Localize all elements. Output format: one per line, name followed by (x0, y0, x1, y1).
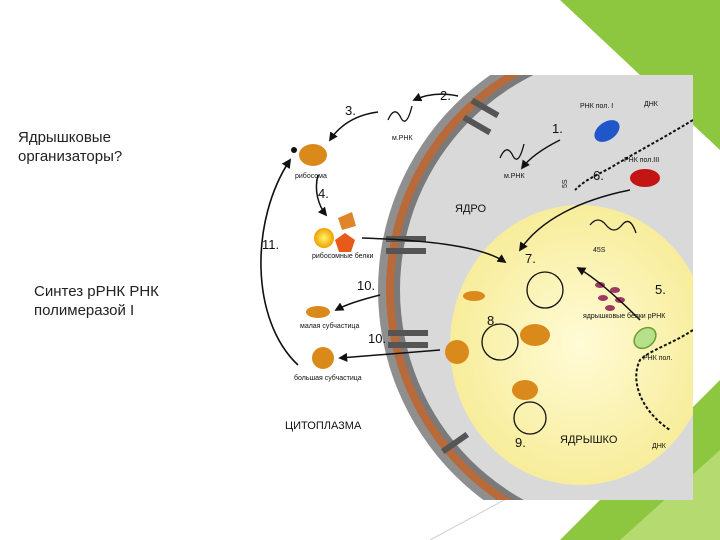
ribosomal-protein-shape (338, 212, 356, 230)
label-45s: 45S (593, 247, 606, 254)
nucleus-large-subunit (445, 340, 469, 364)
label-5s: 5S (562, 179, 569, 188)
rna-pol-1-icon (594, 120, 620, 142)
label-dna-2: ДНК (652, 443, 667, 450)
assembly-particle-1 (520, 324, 550, 346)
arrow-11 (260, 158, 299, 366)
label-dna-1: ДНК (644, 101, 659, 108)
assembly-particle-2 (512, 380, 538, 400)
arrow-10-small (334, 294, 381, 311)
rna-pol-3-icon (630, 169, 660, 187)
rrna-45s-squiggle (589, 219, 637, 234)
ribosome (299, 144, 327, 166)
nucleolus (450, 205, 693, 485)
step-1: 1. (552, 121, 563, 136)
cycle-arrow-9 (513, 401, 547, 435)
step-10-large: 10. (368, 331, 386, 346)
small-subunit (306, 306, 330, 318)
slide-text-organizers: Ядрышковые организаторы? (18, 129, 123, 165)
label-small-subunit: малая субчастица (300, 322, 359, 330)
step-9: 9. (515, 435, 526, 450)
cycle-arrow-7 (526, 271, 564, 309)
label-mrna-2: м.РНК (504, 173, 525, 180)
ribosome-mrna-dot (291, 147, 297, 153)
step-2: 2. (440, 88, 451, 103)
ribosomal-protein-sun (314, 228, 334, 248)
label-nucleolus: ЯДРЫШКО (560, 434, 618, 446)
label-ribosome: рибосома (295, 172, 327, 180)
label-large-subunit: большая субчастица (294, 374, 362, 382)
arrow-2 (412, 92, 459, 102)
large-subunit (312, 347, 334, 369)
label-mrna-1: м.РНК (392, 135, 413, 142)
step-6: 6. (593, 168, 604, 183)
step-3: 3. (345, 103, 356, 118)
label-cytoplasm: ЦИТОПЛАЗМА (285, 420, 362, 432)
arrow-3 (329, 111, 379, 142)
nucleus-small-subunit (463, 291, 485, 301)
arrow-10-large (338, 349, 441, 362)
dna-strand-top (574, 119, 693, 191)
ribosomal-protein-pentagon (335, 233, 355, 252)
label-ribosomal-proteins: рибосомные белки (312, 252, 373, 260)
label-rna-pol-2: РНК пол. (643, 355, 672, 362)
label-nucleolar-proteins: ядрышковые белки рРНК (583, 312, 666, 320)
step-5: 5. (655, 282, 666, 297)
arrow-1 (520, 139, 561, 170)
slide-text-synthesis: Синтез рРНК РНК полимеразой I (34, 283, 159, 319)
arrow-4 (315, 174, 328, 217)
label-rna-pol-3: РНК пол.III (624, 157, 659, 164)
cycle-arrow-8 (481, 323, 519, 361)
arrow-protein-import (361, 237, 507, 264)
rna-pol-2-icon (633, 326, 657, 350)
mrna-squiggle-nucleus (499, 143, 525, 160)
arrow-5 (576, 267, 641, 321)
step-10-small: 10. (357, 278, 375, 293)
nuclear-pores (386, 97, 500, 455)
step-7: 7. (525, 251, 536, 266)
step-11: 11. (262, 237, 279, 252)
label-nucleus: ЯДРО (455, 203, 486, 215)
step-8: 8. (487, 313, 498, 328)
dna-strand-right (635, 329, 693, 431)
step-4: 4. (318, 186, 329, 201)
mrna-squiggle-cytoplasm (387, 105, 413, 122)
arrow-6 (519, 189, 631, 252)
label-rna-pol-1: РНК пол. I (580, 103, 613, 110)
